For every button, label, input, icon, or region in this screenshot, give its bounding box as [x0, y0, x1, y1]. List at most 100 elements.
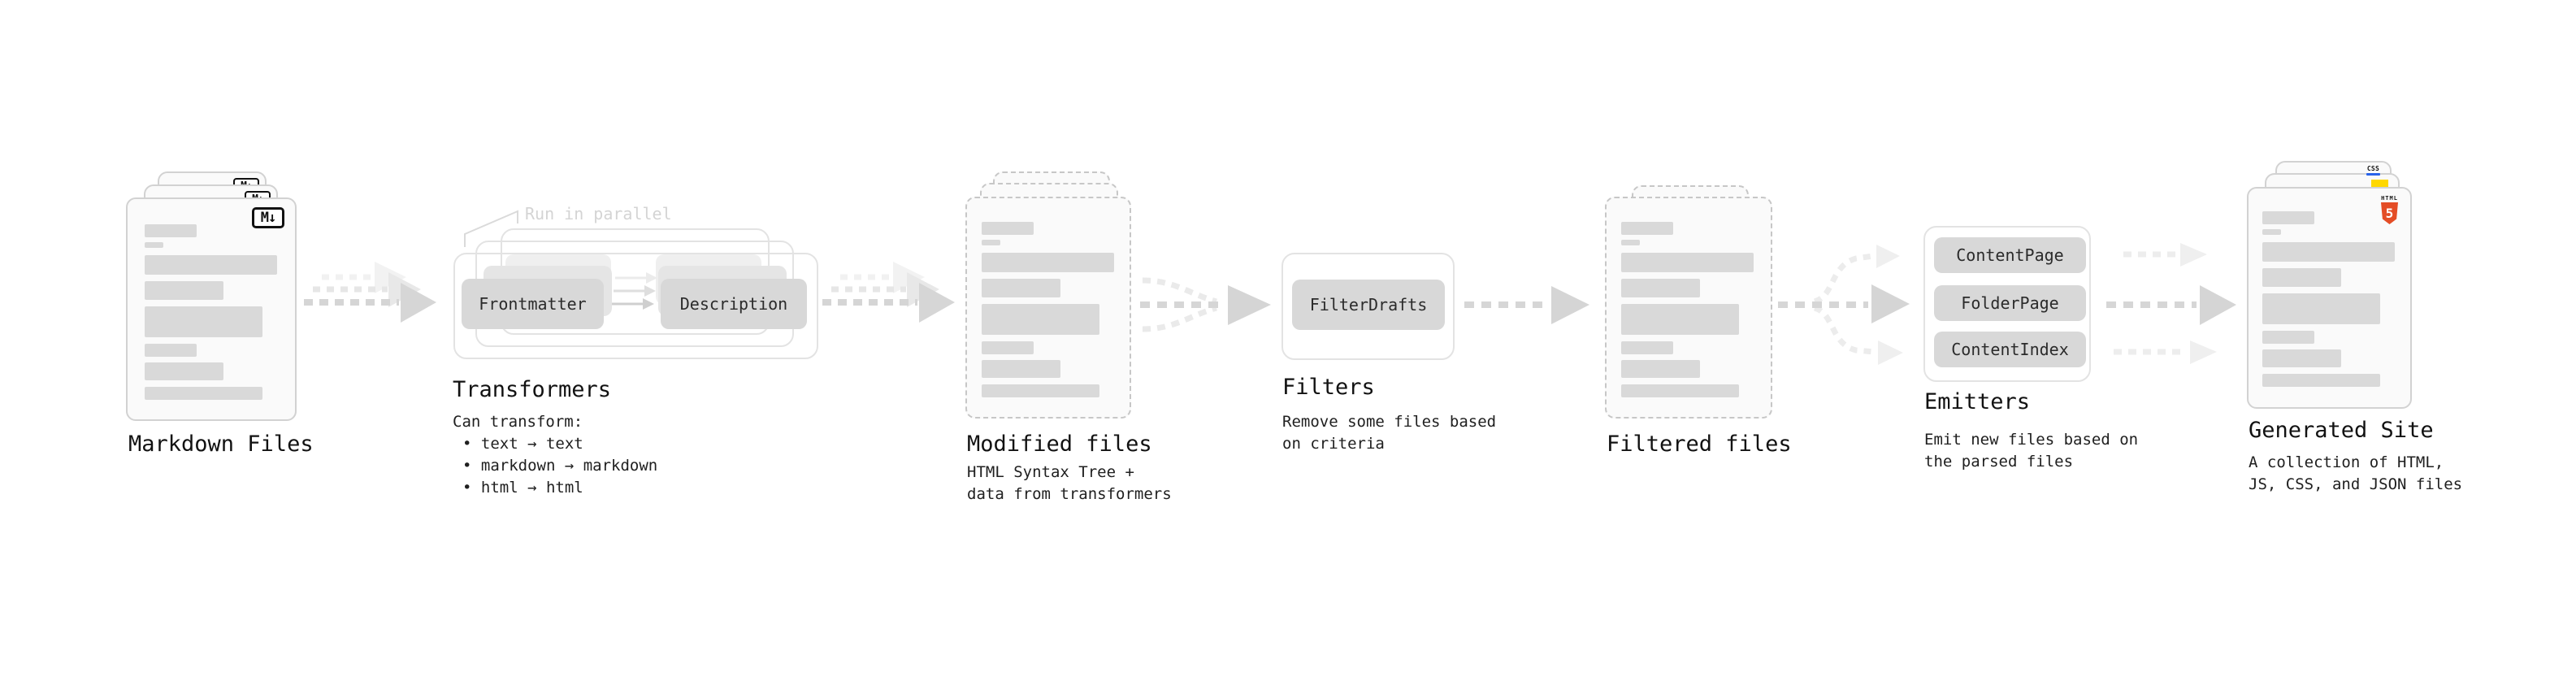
- contentpage-pill: ContentPage: [1934, 237, 2086, 273]
- doc-line-bar: [982, 304, 1099, 335]
- arrow-head: [401, 283, 436, 323]
- doc-line-bar: [2262, 268, 2341, 287]
- stage-title-markdown-files: Markdown Files: [128, 432, 314, 457]
- stage-desc-filters: Remove some files based on criteria: [1282, 411, 1496, 455]
- emitters-desc-line: the parsed files: [1924, 453, 2074, 471]
- transformers-bullet: • markdown → markdown: [462, 457, 658, 475]
- transformers-bullet: • text → text: [462, 435, 583, 453]
- modified-desc-line: data from transformers: [967, 485, 1172, 503]
- doc-line-bar: [145, 224, 197, 237]
- description-pill: Description: [661, 279, 807, 329]
- transformers-bullet: • html → html: [462, 479, 583, 497]
- arrow-head: [2200, 285, 2236, 325]
- stage-desc-modified-files: HTML Syntax Tree + data from transformer…: [967, 462, 1172, 505]
- arrow-head: [1871, 284, 1910, 323]
- doc-line-bar: [145, 362, 223, 380]
- doc-line-bar: [145, 242, 163, 248]
- stage-desc-transformers: Can transform: • text → text • markdown …: [453, 411, 657, 499]
- doc-line-bar: [1621, 341, 1673, 354]
- modified-desc-line: HTML Syntax Tree +: [967, 463, 1134, 481]
- doc-line-bar: [982, 384, 1099, 397]
- html5-icon-shield: 5: [2381, 202, 2398, 224]
- arrow-head: [1878, 340, 1903, 365]
- html5-icon-label: HTML: [2381, 195, 2398, 202]
- markdown-icon: M↓: [252, 207, 284, 228]
- doc-line-bar: [2262, 293, 2380, 324]
- stage-title-filters: Filters: [1282, 375, 1375, 400]
- stage-title-filtered-files: Filtered files: [1607, 432, 1792, 457]
- folderpage-pill: FolderPage: [1934, 285, 2086, 321]
- arrow-head: [1876, 245, 1900, 268]
- frontmatter-pill: Frontmatter: [462, 279, 604, 329]
- stage-desc-generated-site: A collection of HTML, JS, CSS, and JSON …: [2249, 452, 2462, 496]
- arrow-head: [2180, 243, 2207, 267]
- arrow-head: [907, 272, 939, 307]
- arrow-head: [2190, 340, 2217, 364]
- generated-desc-line: JS, CSS, and JSON files: [2249, 475, 2463, 493]
- arrow-markdown-to-transformers: [304, 262, 436, 323]
- doc-line-bar: [2262, 331, 2314, 344]
- doc-line-bar: [982, 360, 1060, 378]
- fanout-curve-bottom: [1813, 305, 1876, 355]
- doc-line-bar: [1621, 279, 1700, 297]
- run-in-parallel-label: Run in parallel: [525, 204, 672, 223]
- doc-line-bar: [982, 240, 1000, 245]
- stage-title-generated-site: Generated Site: [2249, 418, 2434, 443]
- doc-content-bars: [2262, 211, 2395, 387]
- doc-line-bar: [1621, 384, 1739, 397]
- transformer-box-front: [453, 253, 818, 359]
- html5-icon-number: 5: [2385, 206, 2394, 221]
- fanout-curve-top: [1813, 253, 1874, 305]
- doc-content-bars: [982, 222, 1114, 397]
- arrow-filtered-to-emitters-fanout: [1778, 245, 1910, 365]
- arrow-transformers-to-modified: [822, 262, 955, 323]
- doc-content-bars: [1621, 222, 1754, 397]
- arrow-head: [1551, 286, 1589, 324]
- arrow-head: [919, 283, 955, 323]
- markdown-file-card-front: M↓: [126, 197, 297, 421]
- transformers-desc-title: Can transform:: [453, 413, 583, 431]
- doc-line-bar: [2262, 374, 2380, 387]
- doc-line-bar: [2262, 211, 2314, 224]
- doc-line-bar: [982, 222, 1034, 235]
- arrow-head: [1228, 285, 1271, 325]
- doc-line-bar: [982, 279, 1060, 297]
- stage-title-modified-files: Modified files: [967, 432, 1152, 457]
- filters-desc-line: on criteria: [1282, 435, 1385, 453]
- doc-line-bar: [145, 255, 277, 275]
- arrow-head: [388, 272, 421, 307]
- arrow-head: [375, 262, 406, 293]
- generated-file-card-front: HTML 5: [2247, 187, 2412, 409]
- stage-title-transformers: Transformers: [453, 377, 612, 402]
- doc-line-bar: [145, 281, 223, 300]
- arrow-filters-to-filtered: [1464, 286, 1589, 324]
- doc-line-bar: [1621, 253, 1754, 272]
- contentindex-pill: ContentIndex: [1934, 332, 2086, 367]
- doc-line-bar: [982, 253, 1114, 272]
- arrow-emitters-to-generated-fanin: [2106, 243, 2236, 364]
- arrow-head: [893, 262, 925, 293]
- doc-line-bar: [145, 344, 197, 357]
- filterdrafts-pill: FilterDrafts: [1292, 280, 1445, 330]
- arrow-modified-to-filters-merge: [1140, 277, 1271, 332]
- doc-line-bar: [1621, 304, 1739, 335]
- doc-line-bar: [145, 306, 262, 337]
- merge-curve-top: [1142, 277, 1217, 305]
- doc-line-bar: [1621, 222, 1673, 235]
- doc-line-bar: [1621, 360, 1700, 378]
- merge-curve-bottom: [1142, 305, 1217, 332]
- css-icon: CSS: [2366, 166, 2380, 176]
- html5-icon: HTML 5: [2381, 195, 2398, 224]
- emitters-desc-line: Emit new files based on: [1924, 431, 2139, 449]
- filters-desc-line: Remove some files based: [1282, 413, 1497, 431]
- generated-desc-line: A collection of HTML,: [2249, 453, 2444, 471]
- doc-line-bar: [2262, 242, 2395, 262]
- doc-content-bars: [145, 224, 277, 400]
- doc-line-bar: [2262, 349, 2341, 367]
- css-icon-text: CSS: [2366, 165, 2380, 172]
- stage-desc-emitters: Emit new files based on the parsed files: [1924, 429, 2138, 473]
- doc-line-bar: [2262, 229, 2281, 235]
- stage-title-emitters: Emitters: [1924, 389, 2031, 414]
- css-icon-underline: [2366, 173, 2380, 176]
